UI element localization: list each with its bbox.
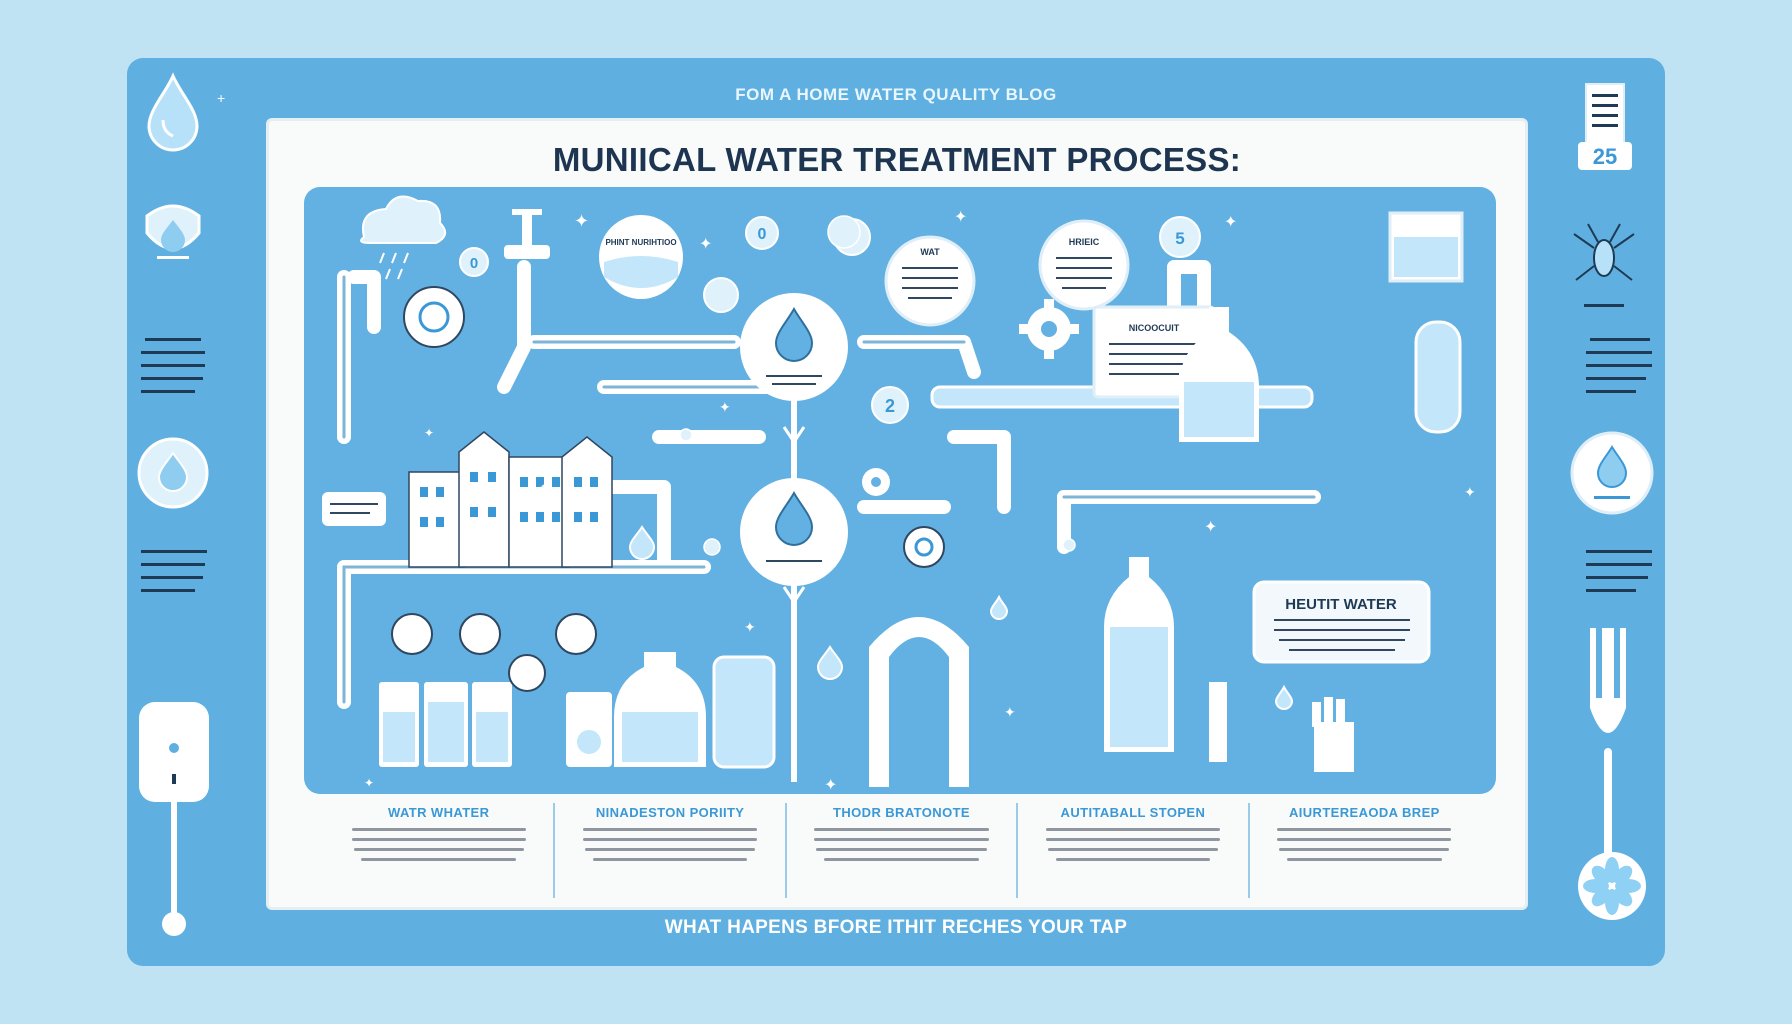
fork-icon: [1590, 628, 1626, 878]
drop-badge-icon: [137, 437, 209, 509]
blog-kicker: FOM A HOME WATER QUALITY BLOG: [735, 85, 1057, 104]
svg-text:2: 2: [885, 396, 895, 416]
valve-icon: [391, 286, 945, 655]
left-sidebar: +: [137, 72, 225, 936]
svg-text:✦: ✦: [699, 236, 712, 253]
treatment-tank-1: [740, 293, 848, 401]
callout-bubble-2: WAT: [884, 235, 976, 327]
speech-label: [322, 492, 386, 526]
svg-text:✦: ✦: [539, 479, 552, 496]
cloud-rain-icon: [360, 195, 447, 280]
svg-text:✦: ✦: [574, 211, 589, 231]
right-note-1: [1586, 338, 1652, 393]
svg-text:0: 0: [470, 255, 478, 272]
bottle-icon-2: [1104, 557, 1174, 752]
step-column: THODR BRATONOTE: [787, 803, 1019, 898]
callout-bubble-3: HRIEIC: [1038, 219, 1130, 311]
faucet-icon: [504, 209, 550, 259]
step-columns: WATR WHATER NINADESTON PORIITY THODR BRA…: [324, 803, 1479, 898]
building-icon: [408, 431, 613, 568]
svg-text:✦: ✦: [1464, 484, 1476, 500]
water-tank: [712, 655, 776, 769]
svg-text:✦: ✦: [824, 777, 837, 794]
right-note-2: [1586, 550, 1652, 592]
treatment-tank-2: [740, 478, 848, 586]
svg-text:✦: ✦: [1224, 214, 1237, 231]
badge-left-b: 0: [745, 216, 779, 250]
badge-step: 2: [871, 386, 909, 424]
calendar-number: 25: [1593, 144, 1617, 169]
badge-left-a: 0: [459, 247, 489, 277]
left-note-1: [141, 338, 205, 393]
washing-machine: [566, 692, 612, 767]
glass: [1209, 682, 1227, 762]
svg-text:+: +: [217, 90, 225, 106]
plug-icon: [139, 702, 209, 936]
tagline: WHAT HAPENS BFORE ITHIT RECHES YOUR TAP: [664, 917, 1128, 938]
step-column: AUTITABALL STOPEN: [1018, 803, 1250, 898]
shield-drop-icon: [145, 204, 201, 259]
right-sidebar: 25: [1570, 83, 1654, 920]
svg-text:✦: ✦: [719, 399, 731, 415]
step-column: NINADESTON PORIITY: [555, 803, 787, 898]
svg-text:WAT: WAT: [920, 247, 940, 257]
svg-text:PHINT NURIHTIOO: PHINT NURIHTIOO: [605, 238, 676, 247]
svg-text:NICOOCUIT: NICOOCUIT: [1129, 323, 1180, 333]
heat-water-panel: HEUTIT WATER: [1252, 580, 1431, 664]
svg-text:✦: ✦: [1204, 519, 1217, 536]
jug: [614, 652, 706, 767]
gauge: [508, 654, 546, 692]
svg-text:HRIEIC: HRIEIC: [1069, 237, 1100, 247]
gear-icon: [1019, 299, 1079, 359]
sparkle-icons: ✦ ✦ ✦ ✦ ✦ ✦ ✦ ✦ ✦ ✦ ✦ ✦ ✦: [364, 209, 1476, 794]
hand-icon: [1312, 697, 1354, 772]
drop-badge-icon: [1570, 431, 1654, 515]
step-column: AIURTEREAODA BREP: [1250, 803, 1479, 898]
svg-text:✦: ✦: [954, 209, 967, 226]
svg-text:5: 5: [1175, 229, 1184, 248]
water-drop-icon: [628, 525, 1294, 710]
snowflake-icon: [1578, 852, 1646, 920]
badge-right: 5: [1159, 216, 1201, 258]
left-note-2: [141, 550, 207, 592]
gear-icon-small: [862, 468, 890, 496]
document-icon: 25: [1578, 83, 1632, 170]
treatment-diagram: PHINT NURIHTIOO WAT HRIEIC: [304, 187, 1496, 794]
callout-bubble-1: PHINT NURIHTIOO: [599, 215, 683, 299]
svg-text:HEUTIT WATER: HEUTIT WATER: [1285, 596, 1397, 613]
archway: [869, 617, 969, 787]
svg-text:✦: ✦: [364, 776, 374, 790]
drop-badge: [703, 277, 739, 313]
svg-text:✦: ✦: [1004, 704, 1016, 720]
svg-text:✦: ✦: [744, 619, 756, 635]
step-column: WATR WHATER: [324, 803, 556, 898]
water-drop-icon: [147, 72, 199, 152]
bottle-icon: [1179, 307, 1259, 442]
svg-text:✦: ✦: [424, 426, 434, 440]
page-title: MUNIICAL WATER TREATMENT PROCESS:: [552, 141, 1242, 178]
infographic-frame: FOM A HOME WATER QUALITY BLOG +: [127, 58, 1665, 966]
content-panel: MUNIICAL WATER TREATMENT PROCESS:: [266, 118, 1528, 910]
mosquito-icon: [1573, 223, 1635, 281]
tall-bottle: [1414, 320, 1462, 434]
svg-text:0: 0: [758, 226, 767, 243]
water-window: [1388, 211, 1464, 283]
